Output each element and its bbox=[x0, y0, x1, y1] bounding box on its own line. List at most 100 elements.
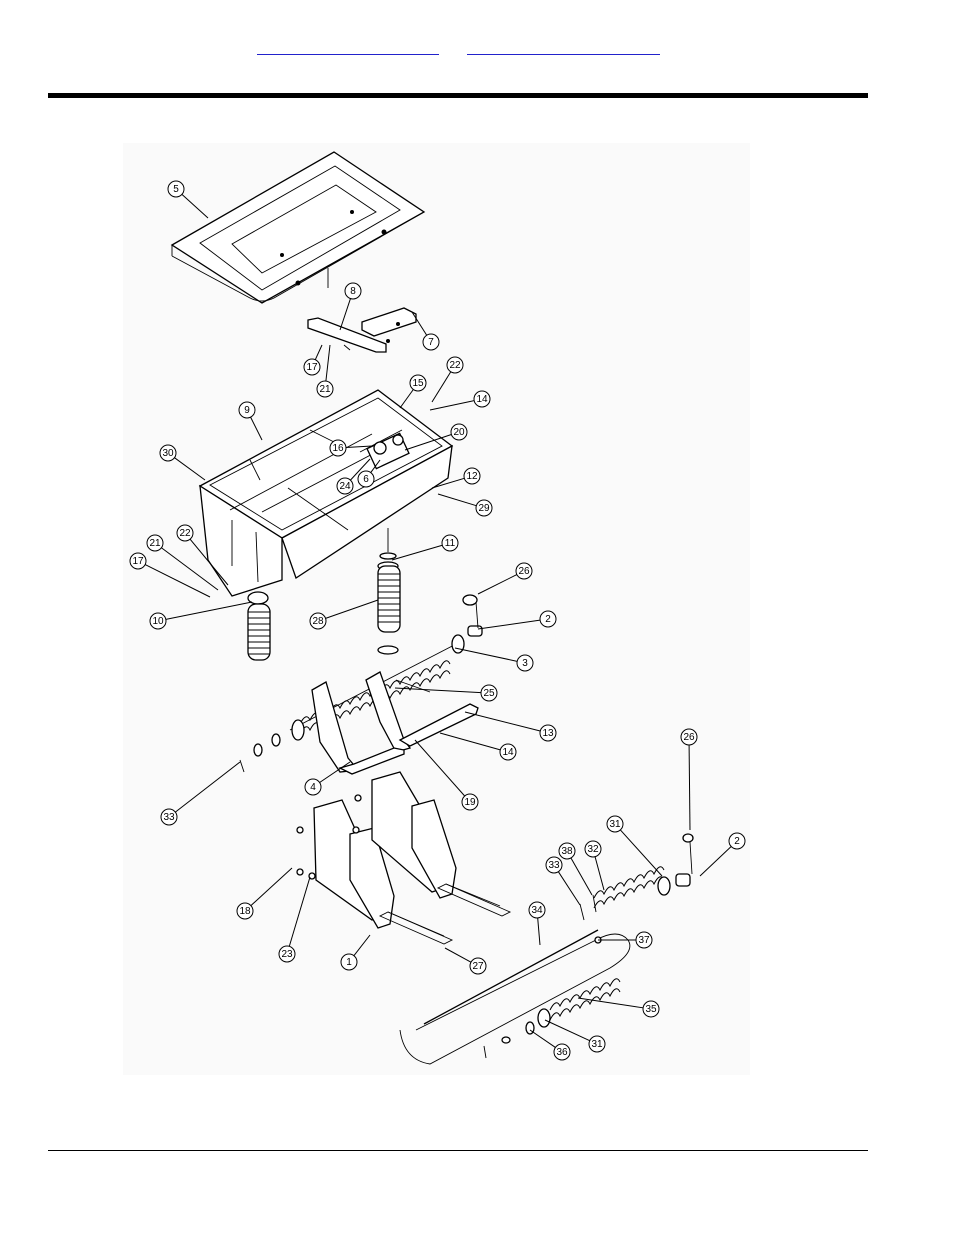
callout-circle bbox=[475, 499, 493, 517]
callout-31: 31 bbox=[544, 1019, 606, 1053]
callout-number: 14 bbox=[476, 394, 488, 405]
callout-12: 12 bbox=[431, 467, 481, 489]
callout-circle bbox=[480, 684, 498, 702]
callout-circle bbox=[176, 524, 194, 542]
callout-number: 21 bbox=[149, 538, 161, 549]
leader-line bbox=[429, 400, 475, 411]
callout-number: 23 bbox=[281, 949, 293, 960]
leader-line bbox=[699, 846, 732, 877]
callout-26: 26 bbox=[680, 728, 698, 831]
callout-21: 21 bbox=[316, 344, 334, 398]
callout-number: 1 bbox=[346, 957, 352, 968]
callout-circle bbox=[473, 390, 491, 408]
callout-number: 18 bbox=[239, 906, 251, 917]
callout-circle bbox=[309, 612, 327, 630]
callout-9: 9 bbox=[238, 401, 263, 441]
leader-line bbox=[314, 344, 323, 360]
callout-33: 33 bbox=[160, 761, 241, 826]
header-link-left[interactable] bbox=[257, 40, 439, 55]
callout-circle bbox=[461, 793, 479, 811]
callout-17: 17 bbox=[303, 344, 323, 376]
callout-circle bbox=[409, 374, 427, 392]
leader-line bbox=[174, 457, 206, 481]
leader-line bbox=[189, 538, 229, 586]
callout-number: 10 bbox=[152, 616, 164, 627]
leader-line bbox=[444, 947, 472, 963]
callout-32: 32 bbox=[584, 840, 605, 891]
callout-number: 26 bbox=[683, 732, 695, 743]
part-hopper bbox=[198, 389, 454, 597]
callout-8: 8 bbox=[339, 282, 362, 331]
callout-number: 31 bbox=[591, 1039, 603, 1050]
callout-22: 22 bbox=[176, 524, 229, 586]
leader-line bbox=[161, 547, 219, 591]
leader-line bbox=[144, 564, 211, 598]
callout-circle bbox=[450, 423, 468, 441]
callout-number: 27 bbox=[472, 961, 484, 972]
leader-line bbox=[175, 761, 241, 813]
header-link-right[interactable] bbox=[467, 40, 660, 55]
leader-line bbox=[688, 744, 691, 831]
callout-11: 11 bbox=[391, 534, 459, 561]
callout-number: 32 bbox=[587, 844, 599, 855]
callout-circle bbox=[340, 953, 358, 971]
callout-circle bbox=[528, 901, 546, 919]
callout-circle bbox=[584, 840, 602, 858]
callout-number: 28 bbox=[312, 616, 324, 627]
callout-31: 31 bbox=[606, 815, 663, 877]
callout-number: 24 bbox=[339, 481, 351, 492]
callout-number: 11 bbox=[445, 538, 456, 549]
callout-circle bbox=[515, 562, 533, 580]
leader-line bbox=[431, 371, 452, 403]
leader-line bbox=[529, 1029, 556, 1048]
callout-1: 1 bbox=[340, 934, 371, 971]
callout-number: 38 bbox=[561, 846, 573, 857]
leader-line bbox=[345, 445, 373, 449]
leader-line bbox=[325, 344, 331, 382]
leader-line bbox=[439, 732, 501, 751]
callout-circle bbox=[441, 534, 459, 552]
callout-number: 2 bbox=[545, 614, 551, 625]
callout-number: 16 bbox=[332, 443, 344, 454]
callout-21: 21 bbox=[146, 534, 219, 591]
callout-4: 4 bbox=[304, 761, 351, 796]
callout-38: 38 bbox=[558, 842, 593, 896]
callout-number: 29 bbox=[478, 503, 490, 514]
leader-line bbox=[557, 871, 581, 906]
callout-circle bbox=[149, 612, 167, 630]
callout-circle bbox=[516, 654, 534, 672]
callout-5: 5 bbox=[167, 180, 209, 219]
callout-10: 10 bbox=[149, 601, 253, 630]
callout-30: 30 bbox=[159, 444, 206, 481]
part-upper-auger bbox=[239, 594, 483, 775]
leader-line bbox=[181, 194, 209, 219]
callout-3: 3 bbox=[454, 647, 534, 672]
callout-number: 8 bbox=[350, 286, 356, 297]
leader-line bbox=[250, 867, 293, 906]
leader-line bbox=[577, 997, 644, 1009]
callout-circle bbox=[344, 282, 362, 300]
leader-line bbox=[319, 761, 351, 783]
callout-circle bbox=[446, 356, 464, 374]
callout-23: 23 bbox=[278, 876, 311, 963]
callout-25: 25 bbox=[394, 684, 498, 702]
callout-20: 20 bbox=[404, 423, 468, 451]
callout-number: 22 bbox=[179, 528, 191, 539]
callout-13: 13 bbox=[464, 711, 557, 742]
leader-line bbox=[370, 459, 381, 473]
leader-line bbox=[391, 544, 443, 561]
callout-circle bbox=[463, 467, 481, 485]
leader-line bbox=[404, 434, 452, 451]
callout-circle bbox=[588, 1035, 606, 1053]
callout-number: 34 bbox=[531, 905, 543, 916]
callout-circle bbox=[539, 610, 557, 628]
callout-7: 7 bbox=[411, 311, 440, 351]
callout-number: 12 bbox=[466, 471, 478, 482]
footer-rule bbox=[48, 1150, 868, 1151]
callout-number: 17 bbox=[306, 362, 318, 373]
leader-line bbox=[437, 493, 477, 507]
callout-circle bbox=[469, 957, 487, 975]
header-rule bbox=[48, 93, 868, 98]
callout-circle bbox=[129, 552, 147, 570]
callout-number: 35 bbox=[645, 1004, 657, 1015]
